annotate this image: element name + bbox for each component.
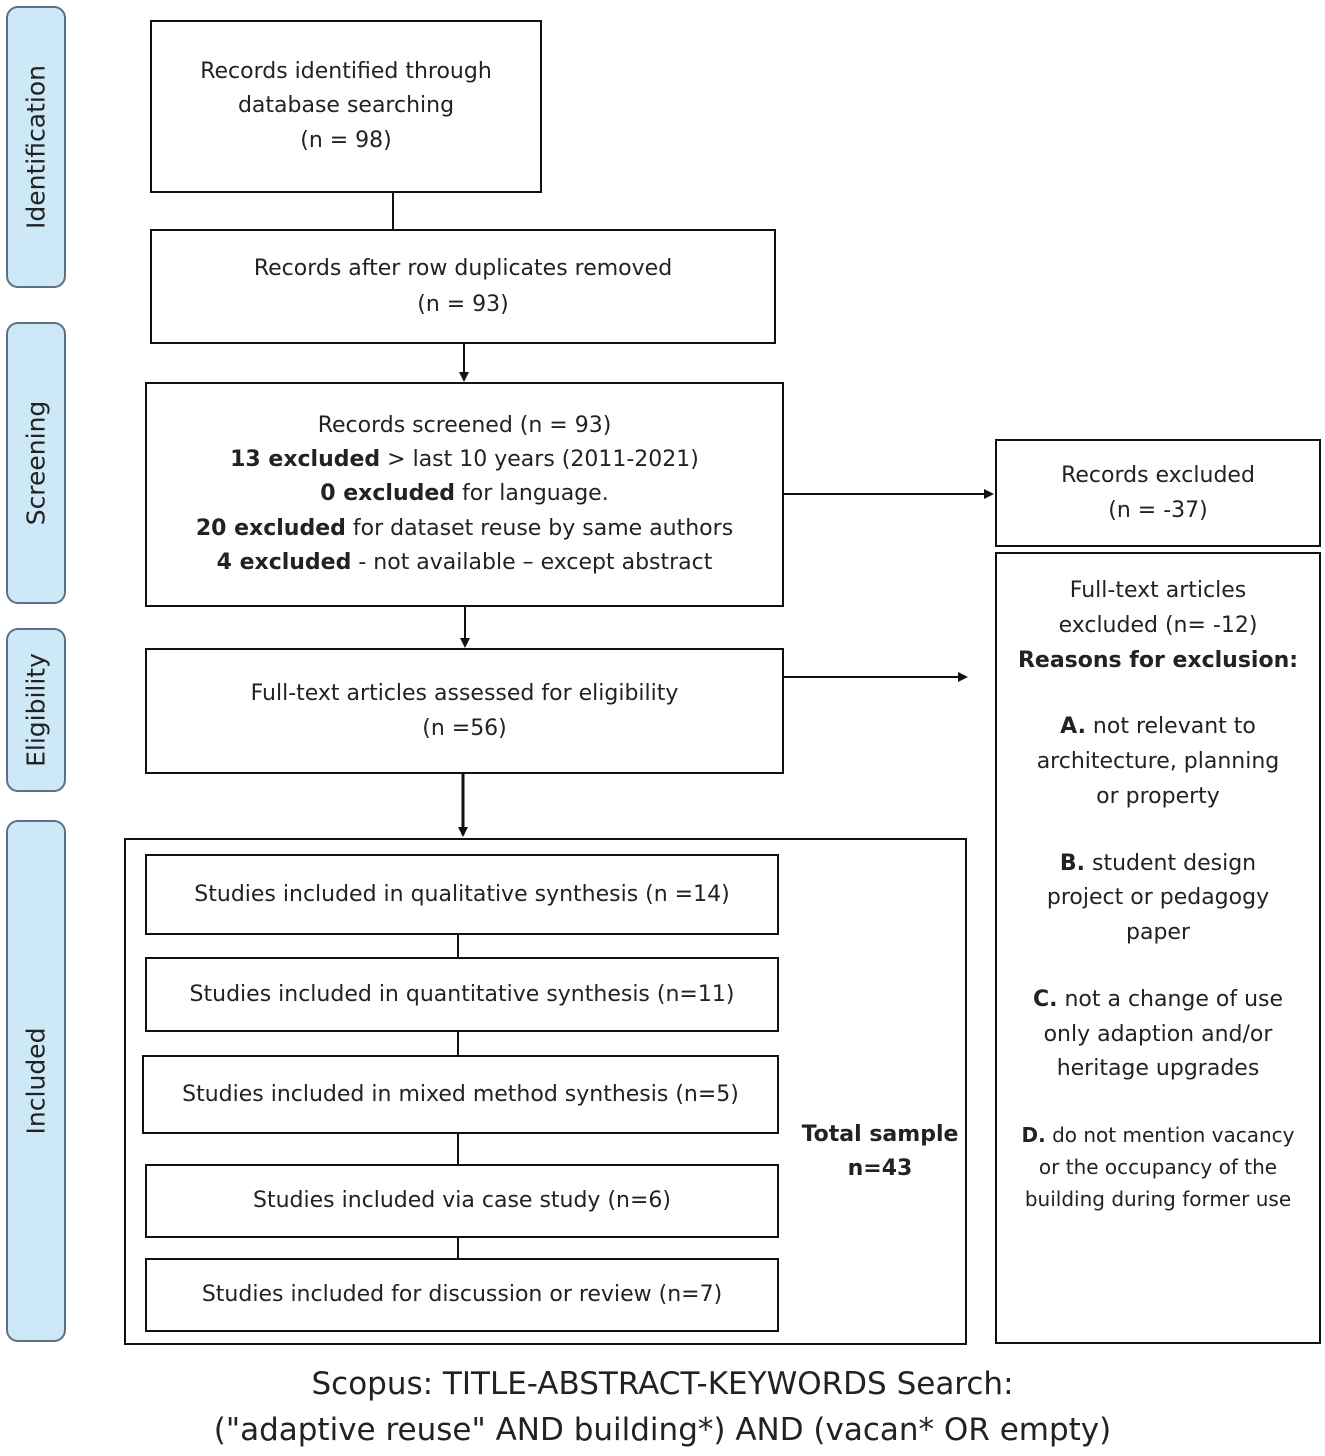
- records-excluded-count: (n = -37): [1108, 498, 1208, 523]
- included-connector-1: [457, 934, 459, 958]
- records-identified-count: (n = 98): [300, 127, 392, 153]
- eligibility-label: Full-text articles assessed for eligibil…: [250, 680, 679, 706]
- mixed-method-synthesis-label: Studies included in mixed method synthes…: [182, 1081, 739, 1107]
- search-caption-line1: Scopus: TITLE-ABSTRACT-KEYWORDS Search:: [311, 1366, 1014, 1402]
- stage-included: Included: [6, 820, 66, 1342]
- records-identified-line1: Records identified through: [200, 59, 492, 85]
- total-sample-count: n=43: [847, 1156, 913, 1182]
- quantitative-synthesis-label: Studies included in quantitative synthes…: [189, 981, 735, 1007]
- exclusion-reason-a: A. not relevant to architecture, plannin…: [1036, 714, 1280, 809]
- stage-eligibility: Eligibility: [6, 628, 66, 792]
- eligibility-count: (n =56): [422, 716, 507, 741]
- eligibility-box: Full-text articles assessed for eligibil…: [145, 648, 784, 774]
- qualitative-synthesis-box: Studies included in qualitative synthesi…: [145, 854, 779, 935]
- stage-screening-label: Screening: [21, 400, 51, 526]
- discussion-review-box: Studies included for discussion or revie…: [145, 1258, 779, 1332]
- exclusion-reason-b: B. student design project or pedagogy pa…: [1046, 850, 1270, 946]
- records-identified-box: Records identified through database sear…: [150, 20, 542, 193]
- records-identified-line2: database searching: [237, 93, 455, 119]
- included-container: [124, 838, 967, 1345]
- total-sample-label: Total sample: [801, 1122, 959, 1147]
- stage-eligibility-label: Eligibility: [21, 653, 51, 767]
- records-excluded-label: Records excluded: [1061, 462, 1255, 488]
- stage-identification-label: Identification: [21, 65, 51, 229]
- mixed-method-synthesis-box: Studies included in mixed method synthes…: [142, 1055, 779, 1134]
- search-caption-line2: ("adaptive reuse" AND building*) AND (va…: [213, 1412, 1112, 1448]
- duplicates-removed-count: (n = 93): [417, 291, 509, 317]
- included-connector-2: [457, 1031, 459, 1055]
- included-connector-3: [457, 1133, 459, 1164]
- duplicates-removed-box: Records after row duplicates removed (n …: [150, 229, 776, 344]
- records-excluded-box: Records excluded (n = -37): [995, 439, 1321, 547]
- screened-exclusion-availability: 4 excluded - not available – except abst…: [216, 549, 713, 575]
- records-screened-label: Records screened (n = 93): [317, 413, 612, 439]
- fulltext-excluded-count: excluded (n= -12): [1058, 612, 1258, 638]
- included-connector-4: [457, 1237, 459, 1258]
- exclusion-reasons-heading: Reasons for exclusion:: [1017, 647, 1299, 673]
- duplicates-removed-label: Records after row duplicates removed: [253, 256, 673, 282]
- stage-identification: Identification: [6, 6, 66, 288]
- qualitative-synthesis-label: Studies included in qualitative synthesi…: [194, 881, 730, 907]
- screened-exclusion-years: 13 excluded > last 10 years (2011-2021): [230, 447, 699, 473]
- screened-exclusion-dataset: 20 excluded for dataset reuse by same au…: [195, 515, 734, 541]
- exclusion-reason-c: C. not a change of use only adaption and…: [1032, 986, 1284, 1082]
- case-study-box: Studies included via case study (n=6): [145, 1164, 779, 1238]
- total-sample: Total sample n=43: [790, 1118, 970, 1186]
- fulltext-excluded-line1: Full-text articles: [1069, 578, 1247, 603]
- quantitative-synthesis-box: Studies included in quantitative synthes…: [145, 957, 779, 1032]
- stage-included-label: Included: [21, 1027, 51, 1135]
- stage-screening: Screening: [6, 322, 66, 604]
- fulltext-excluded-box: Full-text articles excluded (n= -12) Rea…: [995, 552, 1321, 1344]
- exclusion-reason-d: D. do not mention vacancy or the occupan…: [1021, 1123, 1295, 1211]
- screened-exclusion-language: 0 excluded for language.: [320, 481, 609, 507]
- case-study-label: Studies included via case study (n=6): [253, 1188, 671, 1214]
- discussion-review-label: Studies included for discussion or revie…: [201, 1282, 723, 1308]
- records-screened-box: Records screened (n = 93) 13 excluded > …: [145, 382, 784, 607]
